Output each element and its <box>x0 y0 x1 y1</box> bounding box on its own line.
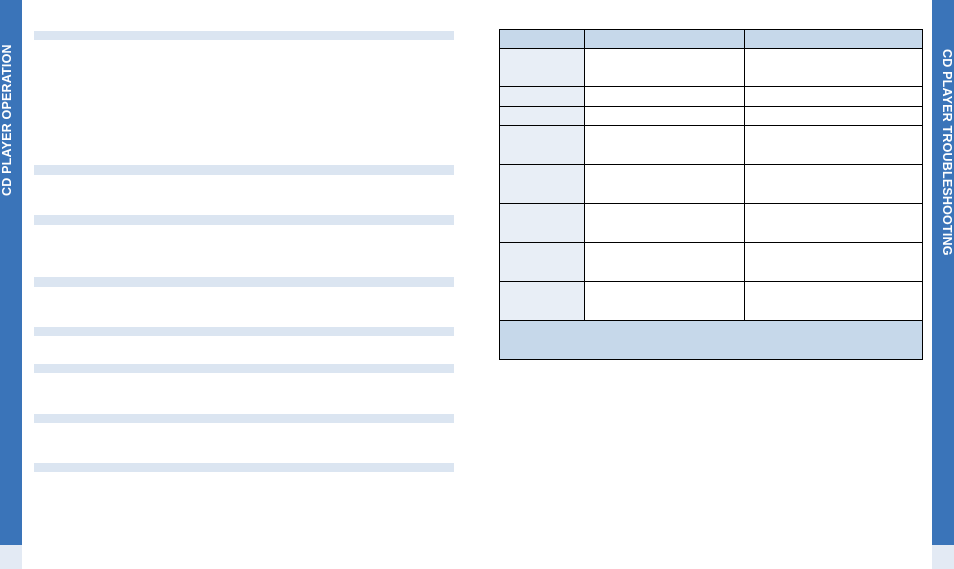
section-header-bar-5 <box>34 327 454 336</box>
section-header-bar-8 <box>34 463 454 472</box>
table-cell <box>744 242 923 282</box>
table-cell <box>499 164 585 204</box>
section-header-bar-3 <box>34 215 454 225</box>
table-cell <box>744 86 923 107</box>
section-header-bar-1 <box>34 31 454 40</box>
table-header-row <box>499 29 923 49</box>
section-header-bar-2 <box>34 165 454 175</box>
table-header-cell <box>584 29 745 49</box>
table-cell <box>744 48 923 87</box>
table-header-cell <box>744 29 923 49</box>
left-side-tab-title: CD PLAYER OPERATION <box>0 44 14 196</box>
table-row <box>499 203 923 243</box>
right-side-tab-title: CD PLAYER TROUBLESHOOTING <box>940 49 954 256</box>
table-row <box>499 281 923 321</box>
table-row <box>499 86 923 107</box>
table-cell <box>744 281 923 321</box>
table-cell <box>744 203 923 243</box>
table-row <box>499 48 923 87</box>
table-row <box>499 125 923 165</box>
table-cell <box>584 86 745 107</box>
table-header-cell <box>499 29 585 49</box>
table-cell <box>744 106 923 126</box>
table-note-row <box>499 320 923 360</box>
table-cell <box>584 125 745 165</box>
table-cell <box>584 242 745 282</box>
table-cell <box>584 281 745 321</box>
table-cell <box>584 203 745 243</box>
table-cell <box>584 48 745 87</box>
table-cell <box>499 203 585 243</box>
left-side-tab: CD PLAYER OPERATION <box>0 0 22 545</box>
table-cell <box>499 86 585 107</box>
table-cell <box>499 242 585 282</box>
table-cell <box>499 106 585 126</box>
table-cell <box>499 125 585 165</box>
left-page-footer-block <box>0 545 22 569</box>
table-cell <box>744 125 923 165</box>
section-header-bar-6 <box>34 364 454 373</box>
right-side-tab: CD PLAYER TROUBLESHOOTING <box>932 0 954 545</box>
table-cell <box>584 106 745 126</box>
table-cell <box>499 281 585 321</box>
troubleshooting-table <box>499 29 923 360</box>
right-page-footer-block <box>932 545 954 569</box>
section-header-bar-7 <box>34 414 454 423</box>
table-cell <box>744 164 923 204</box>
table-cell <box>499 48 585 87</box>
table-row <box>499 164 923 204</box>
table-row <box>499 242 923 282</box>
table-note-cell <box>499 320 923 360</box>
table-cell <box>584 164 745 204</box>
section-header-bar-4 <box>34 277 454 287</box>
table-row <box>499 106 923 126</box>
